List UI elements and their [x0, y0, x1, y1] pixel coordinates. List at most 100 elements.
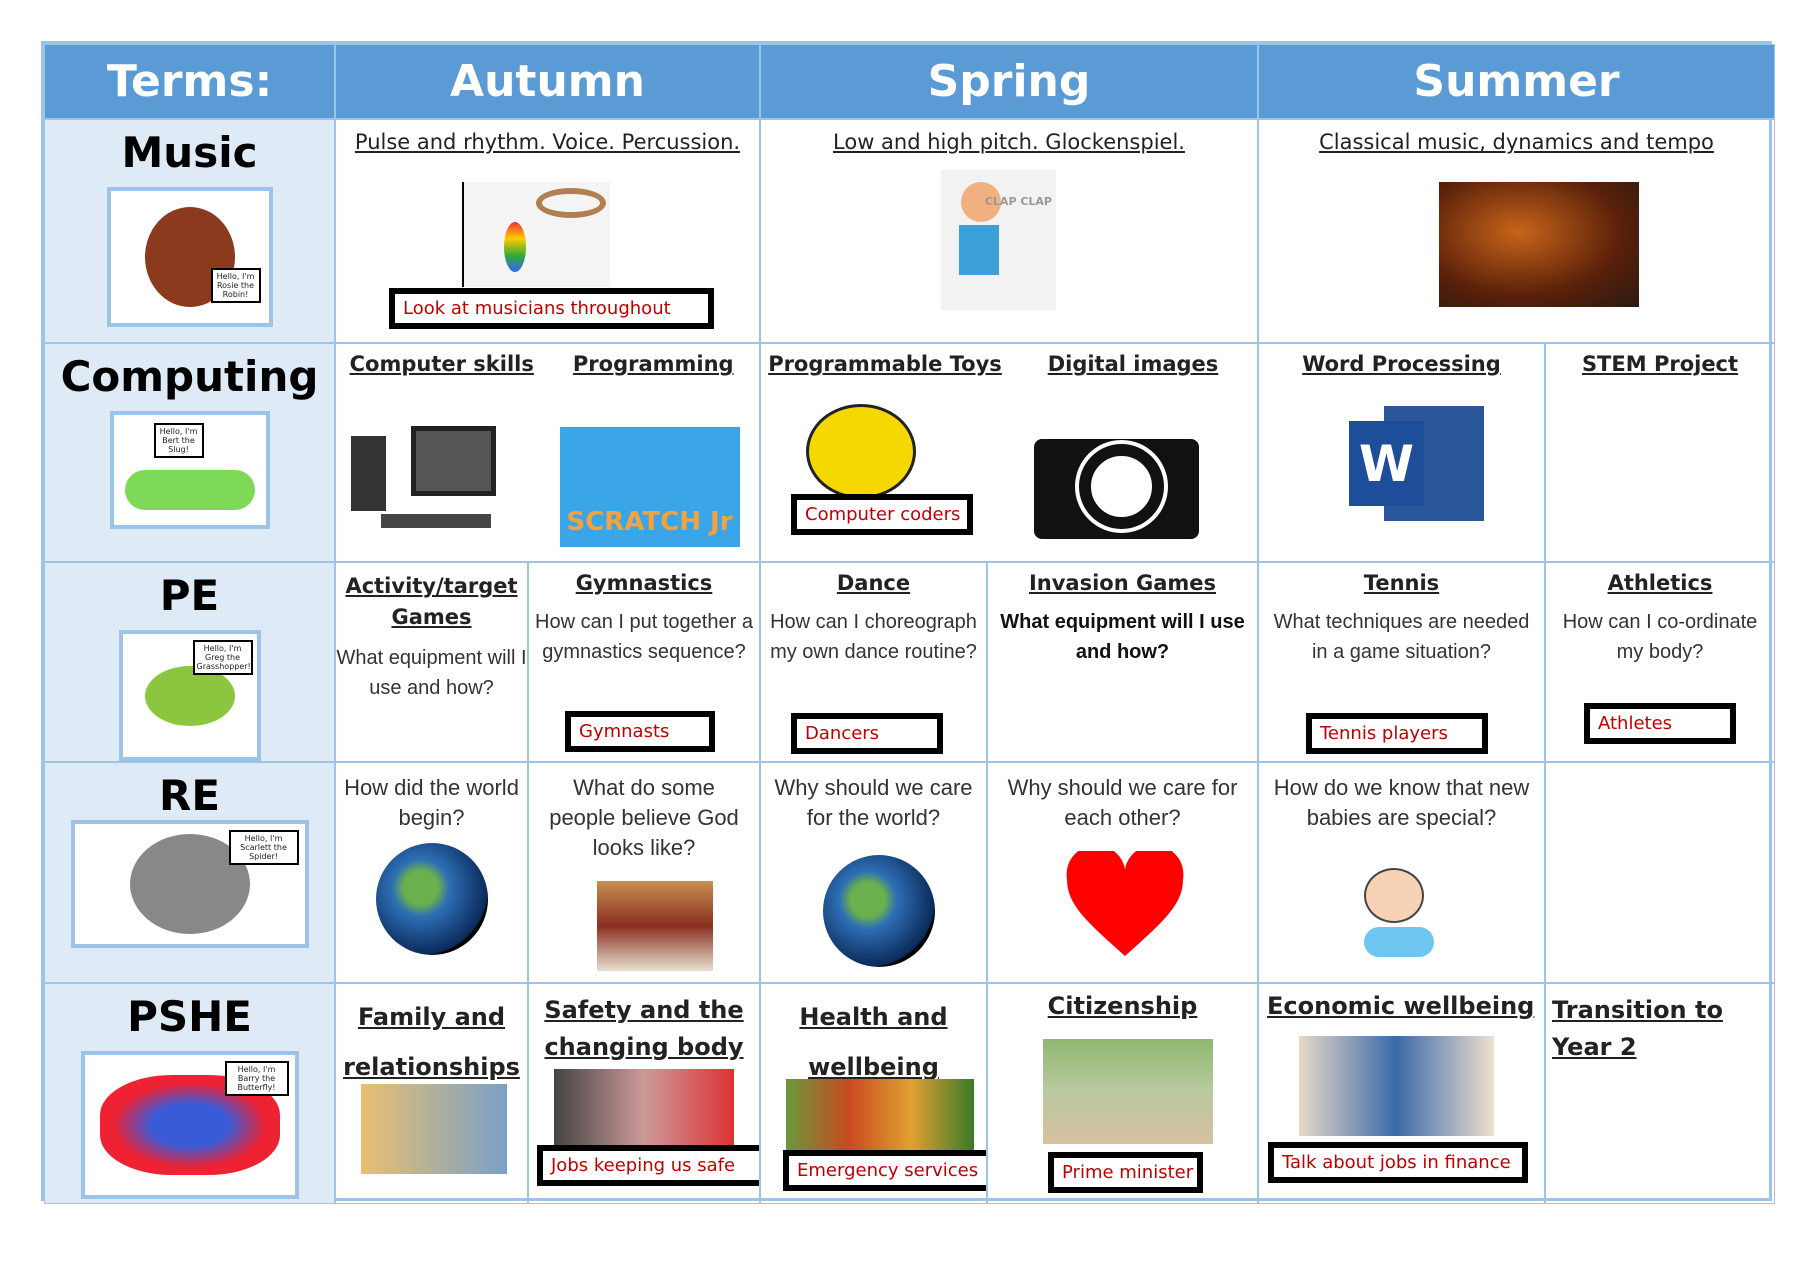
word-icon: W: [1349, 406, 1484, 531]
baby-head-icon: [1364, 868, 1424, 923]
topic-title: Computer skills: [349, 352, 534, 376]
question: How can I put together a gymnastics sequ…: [535, 611, 753, 663]
topic-title: STEM Project: [1581, 352, 1739, 376]
topic-title: Programming: [572, 352, 734, 376]
label-box: Look at musicians throughout: [389, 288, 714, 329]
pshe-cell-1: Family and relationships: [335, 983, 528, 1204]
subject-title: Music: [121, 128, 258, 177]
question: What techniques are needed in a game sit…: [1273, 611, 1530, 663]
topic-title: Digital images: [1047, 352, 1219, 376]
label-box: Dancers: [791, 713, 943, 754]
vegetables-photo: [786, 1079, 974, 1154]
pshe-cell-6: Transition to Year 2: [1545, 983, 1775, 1204]
question: How can I co-ordinate my body?: [1562, 611, 1758, 663]
computer-image: [351, 426, 521, 536]
header-autumn: Autumn: [335, 44, 760, 119]
label-box: Gymnasts: [565, 711, 715, 752]
topic-title: Transition to Year 2: [1552, 996, 1723, 1061]
topic-title: Classical music, dynamics and tempo: [1319, 130, 1714, 154]
question: How do we know that new babies are speci…: [1273, 775, 1530, 830]
scratch-jr-image: SCRATCH Jr: [559, 427, 740, 547]
question: How can I choreograph my own dance routi…: [770, 611, 977, 663]
re-cell-6: [1545, 762, 1775, 983]
grasshopper-mascot-image: Hello, I'm Greg the Grasshopper!: [118, 630, 261, 761]
earth-image: [376, 843, 488, 955]
header-terms: Terms:: [44, 44, 335, 119]
speech-bubble: Hello, I'm Bert the Slug!: [153, 423, 204, 458]
grasshopper-icon: [144, 665, 235, 726]
computing-autumn: Computer skills Programming SCRATCH Jr: [335, 343, 760, 562]
label-box: Talk about jobs in finance: [1268, 1142, 1528, 1183]
topic-title: Invasion Games: [1028, 571, 1217, 595]
robin-mascot-image: Hello, I'm Rosie the Robin!: [106, 187, 273, 327]
violin-image: [1439, 182, 1639, 307]
subject-re: RE Hello, I'm Scarlett the Spider!: [44, 762, 335, 983]
question: What equipment will I use and how?: [1000, 611, 1245, 663]
earth-image: [823, 855, 935, 967]
children-computers-photo: [554, 1069, 734, 1149]
tambourine-icon: [536, 188, 606, 218]
monitor-icon: [411, 426, 496, 496]
slug-icon: [124, 470, 255, 510]
subject-title: RE: [158, 771, 221, 820]
music-summer: Classical music, dynamics and tempo: [1258, 119, 1775, 343]
instruments-image: [462, 182, 610, 287]
re-cell-4: Why should we care for each other?: [987, 762, 1258, 983]
speech-bubble: Hello, I'm Barry the Butterfly!: [224, 1061, 289, 1096]
music-autumn: Pulse and rhythm. Voice. Percussion. Loo…: [335, 119, 760, 343]
word-letter: W: [1349, 421, 1424, 506]
heart-icon: [1066, 851, 1184, 956]
label-box: Jobs keeping us safe: [537, 1145, 759, 1186]
scratch-logo-text: SCRATCH Jr: [566, 507, 733, 537]
question: What do some people believe God looks li…: [549, 775, 739, 860]
label-box: Prime minister: [1048, 1152, 1203, 1193]
re-cell-3: Why should we care for the world?: [760, 762, 987, 983]
family-photo: [361, 1084, 507, 1174]
topic-title: Safety and the changing body: [544, 996, 744, 1061]
god-painting-image: [597, 881, 713, 971]
topic-title: Family and relationships: [343, 1003, 520, 1081]
subject-title: PE: [159, 571, 220, 620]
music-spring: Low and high pitch. Glockenspiel. CLAP C…: [760, 119, 1258, 343]
label-box: Athletes: [1584, 703, 1736, 744]
subject-title: PSHE: [127, 992, 252, 1041]
header-summer: Summer: [1258, 44, 1775, 119]
question: Why should we care for the world?: [774, 775, 973, 830]
curriculum-table: Terms: Autumn Spring Summer Music Hello,…: [41, 41, 1775, 1204]
question: Why should we care for each other?: [1007, 775, 1238, 830]
re-cell-1: How did the world begin?: [335, 762, 528, 983]
computing-summer-2: STEM Project: [1545, 343, 1775, 562]
topic-title: Dance: [836, 571, 911, 595]
bee-bot-image: [806, 404, 916, 499]
header-spring: Spring: [760, 44, 1258, 119]
speech-bubble: Hello, I'm Greg the Grasshopper!: [192, 640, 253, 675]
classroom-photo: [1299, 1036, 1494, 1136]
topic-title: Activity/target Games: [345, 574, 518, 629]
computing-spring: Programmable Toys Computer coders Digita…: [760, 343, 1258, 562]
subject-pe: PE Hello, I'm Greg the Grasshopper!: [44, 562, 335, 762]
clap-text: CLAP CLAP: [984, 195, 1052, 208]
butterfly-mascot-image: Hello, I'm Barry the Butterfly!: [80, 1051, 299, 1199]
re-cell-5: How do we know that new babies are speci…: [1258, 762, 1545, 983]
label-box: Emergency services: [783, 1150, 986, 1191]
subject-pshe: PSHE Hello, I'm Barry the Butterfly!: [44, 983, 335, 1204]
slug-mascot-image: Hello, I'm Bert the Slug!: [109, 411, 270, 529]
speech-bubble: Hello, I'm Rosie the Robin!: [210, 268, 261, 303]
topic-title: Gymnastics: [575, 571, 713, 595]
topic-title: Word Processing: [1302, 352, 1501, 376]
topic-title: Programmable Toys: [768, 352, 1002, 376]
topic-title: Health and wellbeing: [799, 1003, 948, 1081]
lens-icon: [1079, 444, 1164, 529]
head-icon: [961, 182, 1001, 222]
computing-summer-1: Word Processing W: [1258, 343, 1545, 562]
topic-title: Citizenship: [1047, 992, 1198, 1020]
label-box: Tennis players: [1306, 713, 1488, 754]
camera-image: [1034, 439, 1199, 539]
